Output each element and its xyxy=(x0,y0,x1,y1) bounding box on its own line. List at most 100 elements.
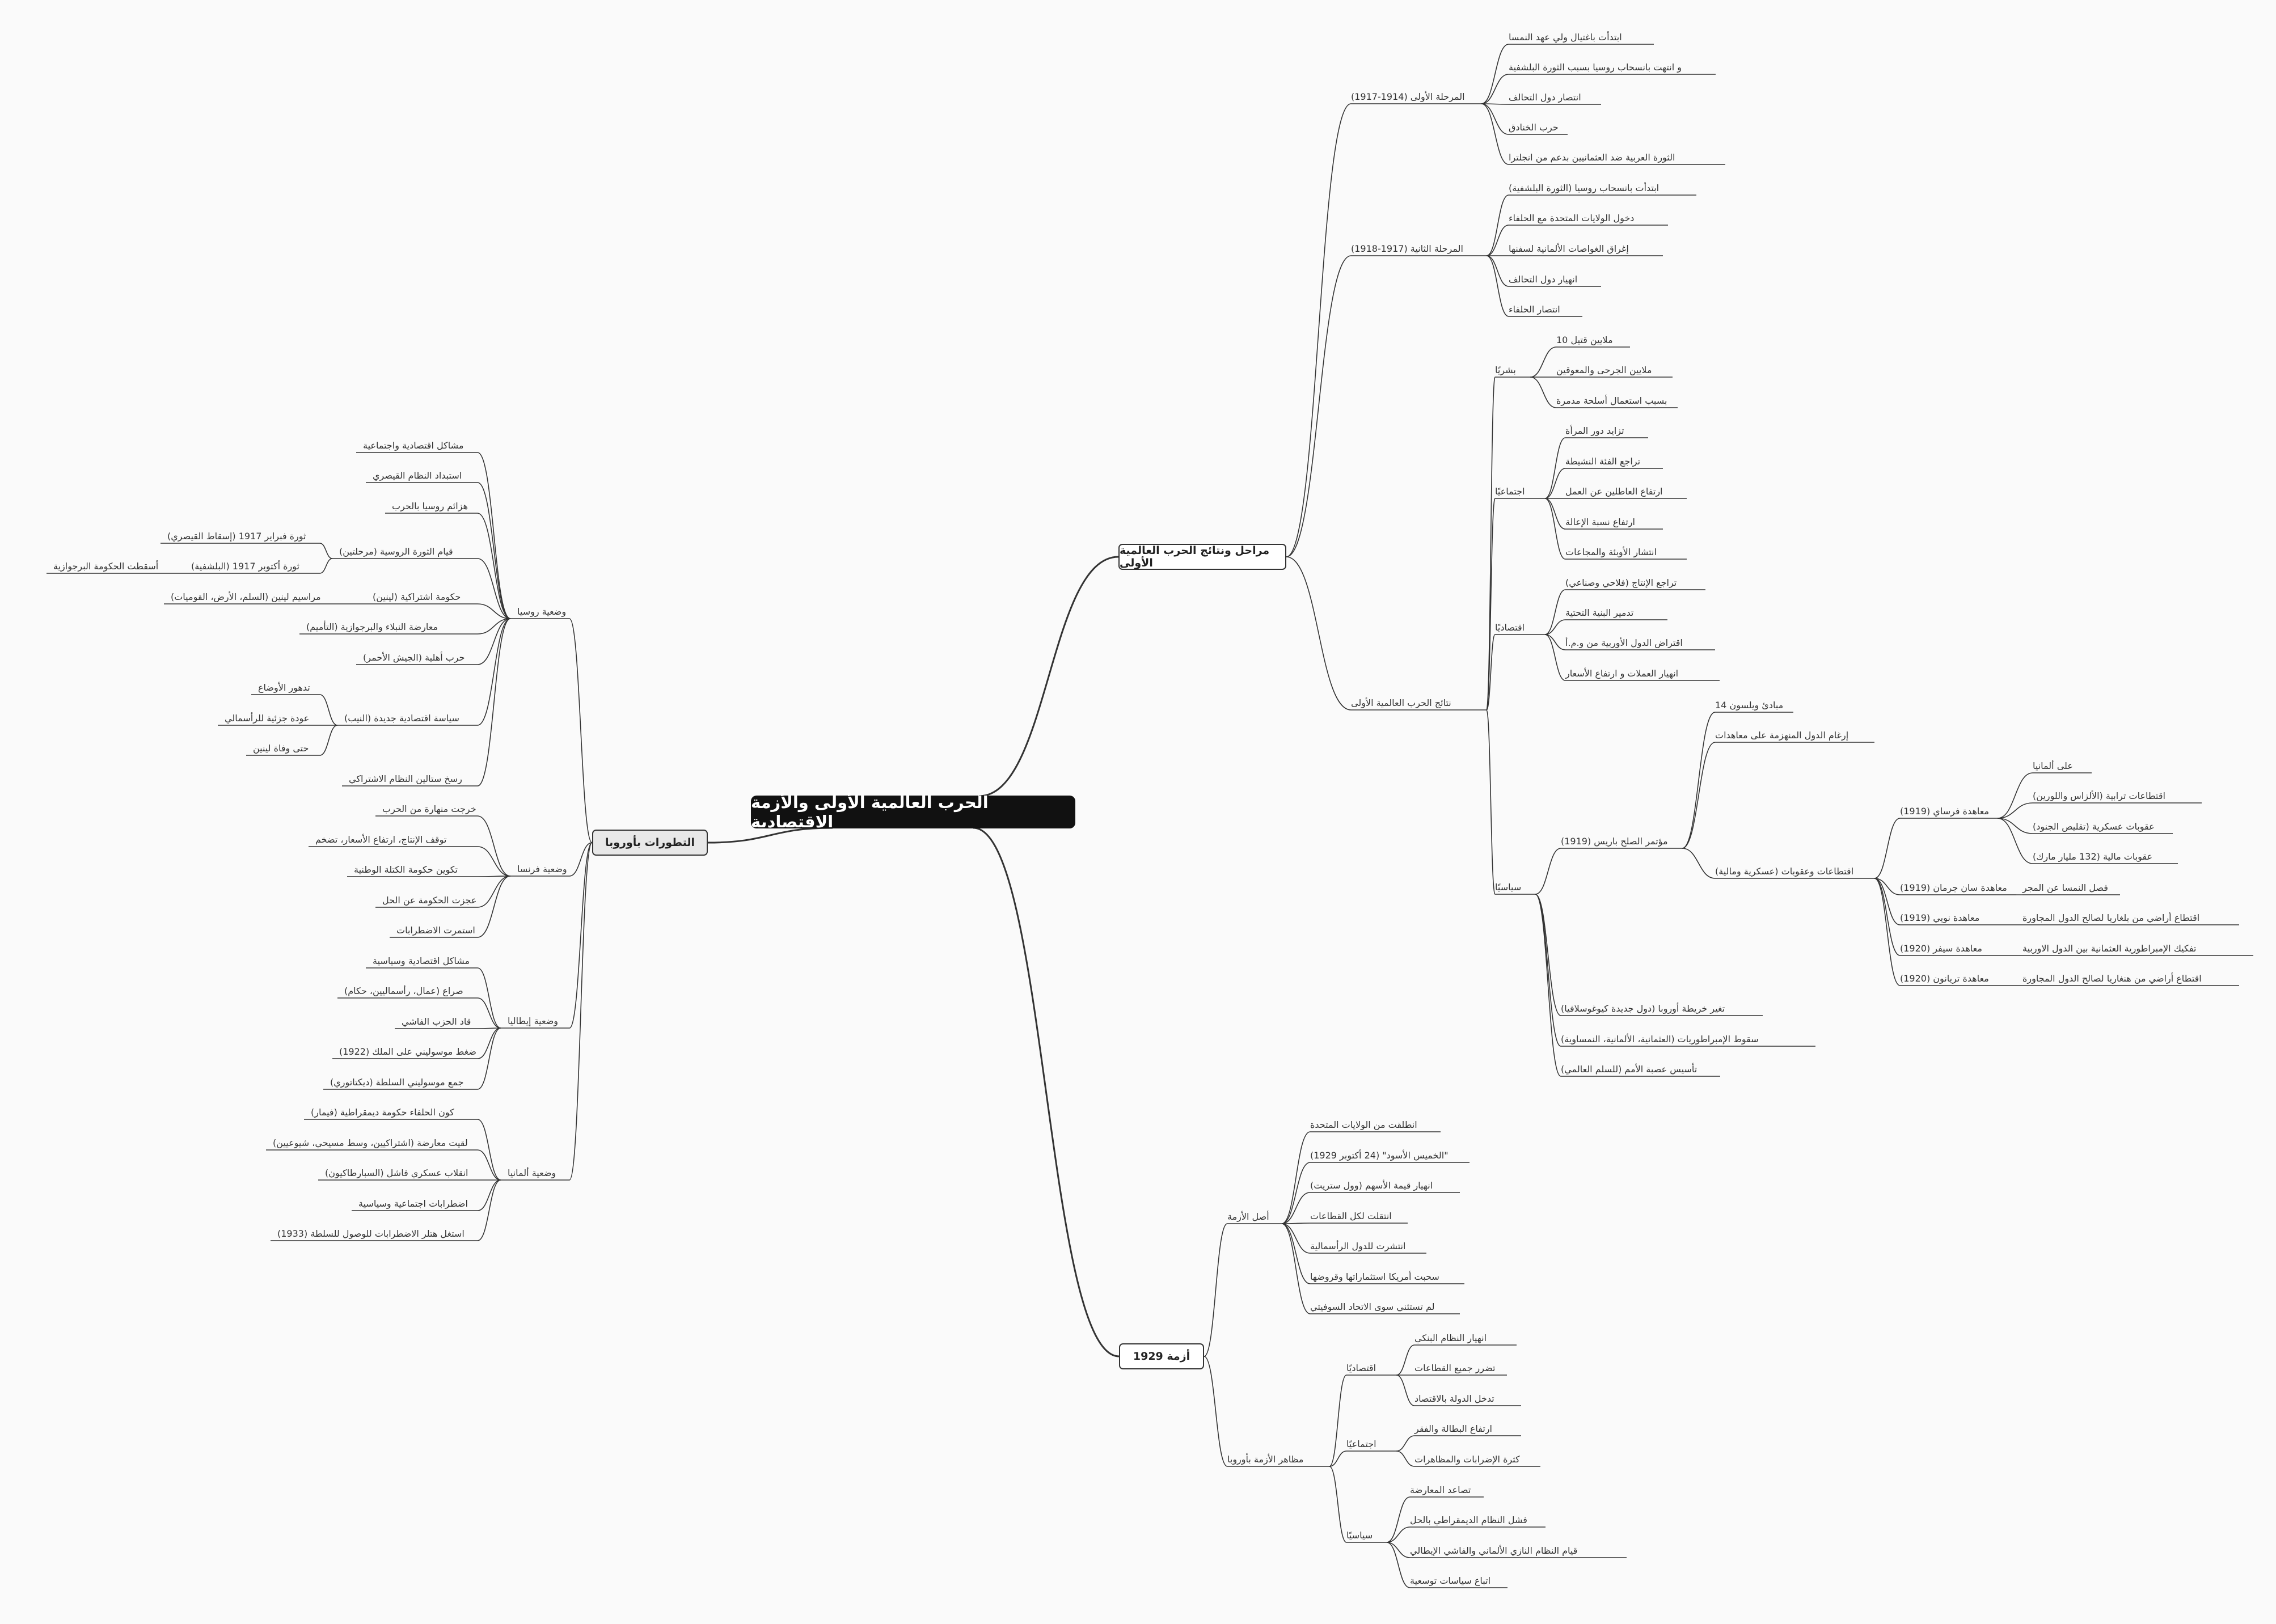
origin-label[interactable]: أصل الأزمة xyxy=(1227,1211,1269,1222)
phase1-item[interactable]: ابتدأت باغتيال ولي عهد النمسا xyxy=(1509,32,1622,43)
treaty-detail[interactable]: فصل النمسا عن المجر xyxy=(2022,882,2108,893)
human-item[interactable]: ملايين الجرحى والمعوقين xyxy=(1556,365,1652,375)
treaty-detail[interactable]: اقتطاع أراضي من بلغاريا لصالح الدول المج… xyxy=(2022,912,2200,923)
human-item[interactable]: بسبب استعمال أسلحة مدمرة xyxy=(1556,395,1667,406)
versailles-label[interactable]: معاهدة فرساي (1919) xyxy=(1900,806,1990,817)
social-item[interactable]: تزايد دور المرأة xyxy=(1565,425,1624,436)
nep-item[interactable]: عودة جزئية للرأسمالي xyxy=(225,713,310,724)
germany-label[interactable]: وضعية ألمانيا xyxy=(508,1168,556,1178)
phase2-item[interactable]: انتصار الحلفاء xyxy=(1509,304,1560,315)
origin-item[interactable]: انتشرت للدول الرأسمالية xyxy=(1310,1241,1406,1251)
aspects-political-item[interactable]: اتباع سياسات توسعية xyxy=(1410,1575,1491,1586)
germany-item[interactable]: استغل هتلر الاضطرابات للوصول للسلطة (193… xyxy=(277,1228,465,1239)
phase2-label[interactable]: المرحلة الثانية (1917-1918) xyxy=(1351,243,1463,254)
germany-item[interactable]: انقلاب عسكري فاشل (السبارطاكيون) xyxy=(325,1168,468,1178)
social-item[interactable]: تراجع الفئة النشيطة xyxy=(1565,456,1641,467)
revolution-feb[interactable]: ثورة فبراير 1917 (إسقاط القيصري) xyxy=(167,531,306,542)
germany-item[interactable]: اضطرابات اجتماعية وسياسية xyxy=(358,1198,468,1209)
russia-label[interactable]: وضعية روسيا xyxy=(517,606,567,617)
socialist-label[interactable]: حكومة اشتراكية (لينين) xyxy=(373,591,461,602)
aspects-social-item[interactable]: كثرة الإضرابات والمظاهرات xyxy=(1414,1454,1520,1465)
italy-item[interactable]: قاد الحزب الفاشي xyxy=(402,1016,471,1027)
treaty-label[interactable]: معاهدة تريانون (1920) xyxy=(1900,973,1989,984)
human-item[interactable]: 10 ملايين قتيل xyxy=(1556,335,1613,345)
aspects-economic-label[interactable]: اقتصاديًا xyxy=(1346,1363,1376,1373)
versailles-item[interactable]: على ألمانيا xyxy=(2033,760,2073,771)
political-item[interactable]: تغير خريطة أوروبا (دول جديدة كيوغوسلافيا… xyxy=(1561,1003,1725,1014)
aspects-political-item[interactable]: تصاعد المعارضة xyxy=(1410,1485,1471,1495)
russia-item[interactable]: هزائم روسيا بالحرب xyxy=(392,501,468,511)
revolution-oct[interactable]: ثورة أكتوبر 1917 (البلشفية) xyxy=(191,561,299,572)
russia-item[interactable]: مشاكل اقتصادية واجتماعية xyxy=(363,440,464,451)
versailles-item[interactable]: عقوبات عسكرية (تقليص الجنود) xyxy=(2033,821,2155,832)
branch-crisis[interactable]: أزمة 1929 xyxy=(1119,1343,1204,1369)
origin-item[interactable]: لم تستثني سوى الاتحاد السوفيتي xyxy=(1310,1301,1435,1312)
political-item[interactable]: تأسيس عصبة الأمم (للسلم العالمي) xyxy=(1561,1064,1698,1075)
economic-item[interactable]: انهيار العملات و ارتفاع الأسعار xyxy=(1565,668,1679,679)
origin-item[interactable]: الخميس الأسود" (24 أكتوبر 1929)" xyxy=(1310,1150,1449,1161)
origin-item[interactable]: سحبت أمريكا استثماراتها وقروضها xyxy=(1310,1271,1439,1282)
aspects-social-label[interactable]: اجتماعيًا xyxy=(1346,1439,1376,1449)
versailles-item[interactable]: عقوبات مالية (132 مليار مارك) xyxy=(2033,851,2153,862)
origin-item[interactable]: انطلقت من الولايات المتحدة xyxy=(1310,1119,1417,1130)
social-item[interactable]: انتشار الأوبئة والمجاعات xyxy=(1565,547,1657,557)
italy-item[interactable]: مشاكل اقتصادية وسياسية xyxy=(373,955,470,966)
aspects-label[interactable]: مظاهر الأزمة بأوروبا xyxy=(1227,1454,1304,1465)
human-label[interactable]: بشريًا xyxy=(1495,365,1516,375)
social-item[interactable]: ارتفاع العاطلين عن العمل xyxy=(1565,486,1663,497)
phase2-item[interactable]: دخول الولايات المتحدة مع الحلفاء xyxy=(1509,213,1635,223)
phase1-item[interactable]: الثورة العربية ضد العثمانيين بدعم من انج… xyxy=(1509,152,1675,163)
treaty-label[interactable]: معاهدة سان جرمان (1919) xyxy=(1900,882,2007,893)
aspects-economic-item[interactable]: تدخل الدولة بالاقتصاد xyxy=(1414,1393,1494,1404)
italy-item[interactable]: ضغط موسوليني على الملك (1922) xyxy=(339,1046,476,1057)
phase1-item[interactable]: انتصار دول التحالف xyxy=(1509,92,1581,103)
revolution-label[interactable]: قيام الثورة الروسية (مرحلتين) xyxy=(339,546,453,557)
russia-item[interactable]: حرب أهلية (الجيش الأحمر) xyxy=(363,652,465,663)
revolution-oct-child[interactable]: أسقطت الحكومة البرجوازية xyxy=(53,561,159,572)
sanctions-label[interactable]: اقتطاعات وعقوبات (عسكرية ومالية) xyxy=(1715,866,1854,877)
russia-item[interactable]: استبداد النظام القيصري xyxy=(373,470,462,481)
root-topic[interactable]: الحرب العالمية الأولى والأزمة الاقتصادية xyxy=(751,793,1075,831)
paris-item[interactable]: 14 مبادئ ويلسون xyxy=(1715,700,1784,710)
russia-item[interactable]: معارضة النبلاء والبرجوازية (التأميم) xyxy=(306,621,438,632)
italy-item[interactable]: صراع (عمال، رأسماليين، حكام) xyxy=(344,986,463,996)
branch-europe[interactable]: التطورات بأوروبا xyxy=(592,830,708,856)
phase1-label[interactable]: المرحلة الأولى (1914-1917) xyxy=(1351,91,1465,102)
aspects-social-item[interactable]: ارتفاع البطالة والفقر xyxy=(1414,1423,1492,1434)
aspects-political-item[interactable]: قيام النظام النازي الألماني والفاشي الإي… xyxy=(1410,1545,1578,1556)
treaty-label[interactable]: معاهدة نويي (1919) xyxy=(1900,912,1980,923)
aspects-political-item[interactable]: فشل النظام الديمقراطي بالحل xyxy=(1410,1515,1527,1525)
russia-item[interactable]: رسخ ستالين النظام الاشتراكي xyxy=(349,773,462,784)
france-item[interactable]: تكوين حكومة الكتلة الوطنية xyxy=(354,864,458,875)
political-item[interactable]: سقوط الإمبراطوريات (العثمانية، الألمانية… xyxy=(1561,1034,1759,1044)
versailles-item[interactable]: اقتطاعات ترابية (الألزاس واللورين) xyxy=(2033,790,2165,801)
aspects-economic-item[interactable]: انهيار النظام البنكي xyxy=(1414,1333,1487,1343)
treaty-detail[interactable]: اقتطاع أراضي من هنغاريا لصالح الدول المج… xyxy=(2022,973,2202,984)
political-label[interactable]: سياسيًا xyxy=(1495,882,1522,893)
origin-item[interactable]: انهيار قيمة الأسهم (وول ستريت) xyxy=(1310,1180,1433,1191)
germany-item[interactable]: كون الحلفاء حكومة ديمقراطية (فيمار) xyxy=(311,1107,454,1118)
economic-item[interactable]: اقتراض الدول الأوربية من و.م.أ xyxy=(1565,637,1683,648)
aspects-political-label[interactable]: سياسيًا xyxy=(1346,1530,1373,1541)
france-item[interactable]: توقف الإنتاج، ارتفاع الأسعار، تضخم xyxy=(315,834,447,845)
economic-item[interactable]: تدمير البنية التحتية xyxy=(1565,607,1634,618)
economic-item[interactable]: تراجع الإنتاج (فلاحي وصناعي) xyxy=(1565,577,1677,588)
phase1-item[interactable]: و انتهت بانسحاب روسيا بسبب الثورة البلشف… xyxy=(1509,62,1682,73)
social-item[interactable]: ارتفاع نسبة الإعالة xyxy=(1565,517,1635,527)
treaty-label[interactable]: معاهدة سيفر (1920) xyxy=(1900,943,1982,954)
france-label[interactable]: وضعية فرنسا xyxy=(517,864,567,874)
paris-item[interactable]: إرغام الدول المنهزمة على معاهدات xyxy=(1715,730,1849,741)
branch-ww1[interactable]: مراحل ونتائج الحرب العالمية الأولى xyxy=(1118,544,1286,570)
phase2-item[interactable]: انهيار دول التحالف xyxy=(1509,274,1578,285)
aspects-economic-item[interactable]: تضرر جميع القطاعات xyxy=(1414,1363,1496,1373)
france-item[interactable]: عجزت الحكومة عن الحل xyxy=(382,895,477,906)
nep-label[interactable]: سياسة اقتصادية جديدة (النيب) xyxy=(344,713,459,724)
phase1-item[interactable]: حرب الخنادق xyxy=(1509,122,1559,133)
origin-item[interactable]: انتقلت لكل القطاعات xyxy=(1310,1211,1392,1221)
phase2-item[interactable]: ابتدأت بانسحاب روسيا (الثورة البلشفية) xyxy=(1509,183,1660,193)
results-label[interactable]: نتائج الحرب العالمية الأولى xyxy=(1351,697,1451,708)
italy-item[interactable]: جمع موسوليني السلطة (ديكتاتوري) xyxy=(330,1077,464,1088)
germany-item[interactable]: لقيت معارضة (اشتراكيين، وسط مسيحي، شيوعي… xyxy=(273,1137,468,1148)
nep-item[interactable]: تدهور الأوضاع xyxy=(258,682,310,693)
economic-label[interactable]: اقتصاديًا xyxy=(1495,622,1525,633)
